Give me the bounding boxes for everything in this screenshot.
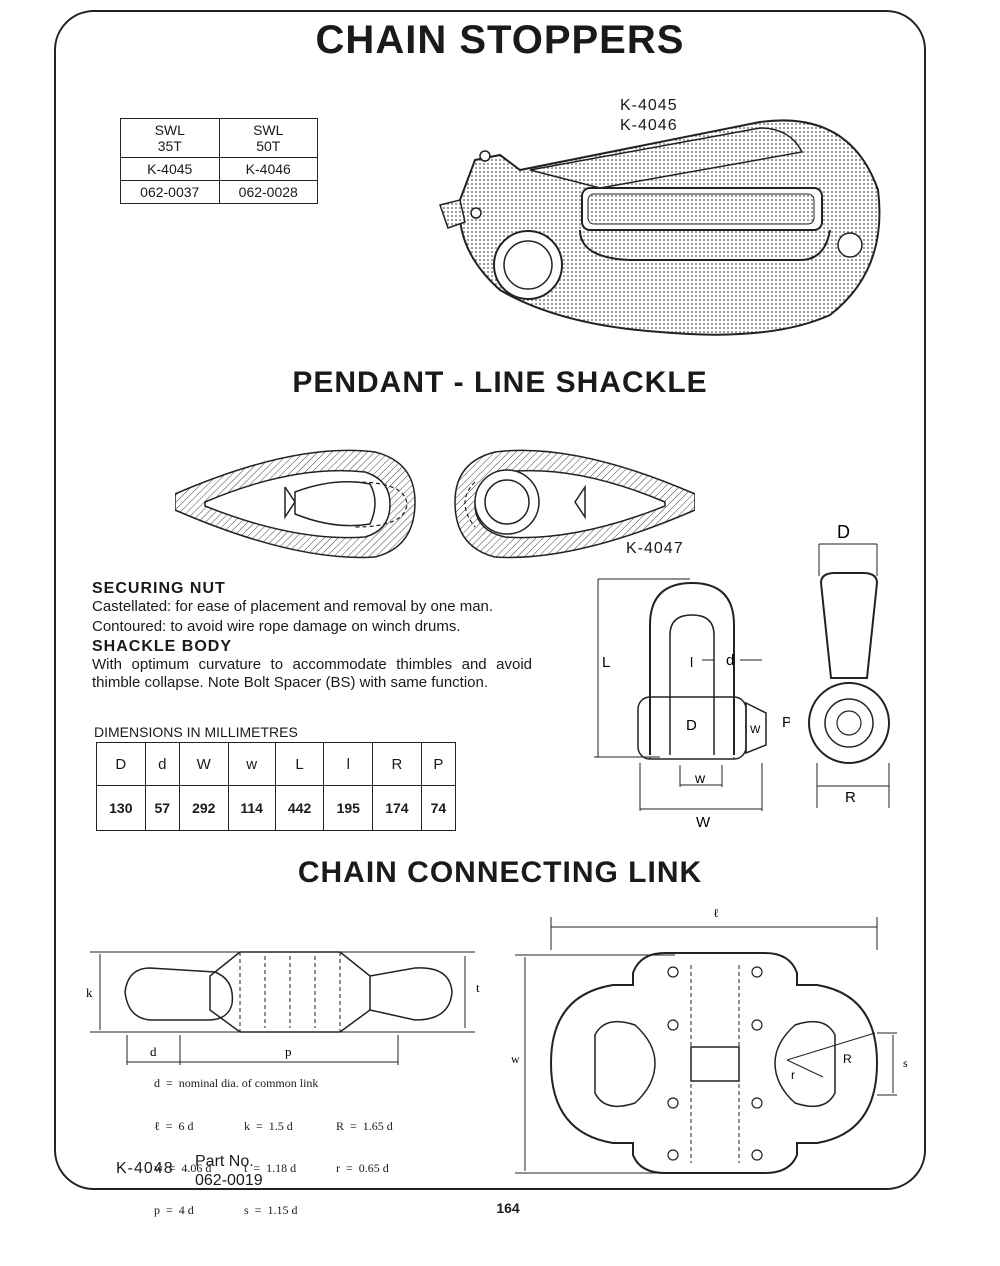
page-number: 164 [496, 1200, 520, 1216]
connecting-link-title: CHAIN CONNECTING LINK [297, 856, 703, 889]
label-L: L [602, 654, 610, 671]
securing-nut-line-2: Contoured: to avoid wire rope damage on … [92, 618, 461, 635]
swl-header-1-b: 35T [157, 138, 182, 154]
dimensions-table: D d W w L l R P 130 57 292 114 442 195 1… [96, 742, 457, 831]
stopper-model-1: K-4045 [620, 97, 678, 114]
swl-header-2-a: SWL [253, 122, 284, 138]
label-s-link: s [903, 1056, 908, 1070]
dim-header: W [178, 742, 229, 786]
shackle-body-heading: SHACKLE BODY [92, 638, 233, 655]
swl-cell: K-4045 [120, 157, 220, 181]
page-frame [54, 10, 926, 1190]
dim-value: 442 [274, 785, 325, 831]
part-no-value: 062-0019 [195, 1172, 263, 1189]
formula-item: p = 4 d [154, 1203, 194, 1217]
shackle-model: K-4047 [626, 540, 684, 557]
pendant-shackle-illustration [175, 449, 695, 559]
securing-nut-heading: SECURING NUT [92, 580, 226, 597]
dim-header: P [420, 742, 457, 786]
dim-header: w [227, 742, 276, 786]
label-t: t [476, 980, 480, 995]
label-w-link: w [511, 1052, 520, 1066]
swl-header-2-b: 50T [256, 138, 281, 154]
swl-header-1-a: SWL [154, 122, 185, 138]
dim-value: 74 [420, 785, 457, 831]
label-k: k [86, 985, 93, 1000]
connecting-link-side-view: k t d p [86, 951, 480, 1065]
shackle-body-text: With optimum curvature to accommodate th… [92, 656, 532, 691]
dim-value: 174 [372, 785, 422, 831]
formula-col-3: R = 1.65 d r = 0.65 d [336, 1091, 393, 1189]
label-D-top: D [837, 522, 850, 542]
link-model: K-4048 [116, 1160, 174, 1177]
table-row: 062-0037 062-0028 [120, 180, 318, 204]
page-title: CHAIN STOPPERS [315, 18, 685, 62]
formula-col-2: k = 1.5 d t = 1.18 d s = 1.15 d [244, 1091, 297, 1231]
label-R: R [845, 789, 856, 806]
shackle-description: SECURING NUT Castellated: for ease of pl… [92, 580, 532, 692]
dim-header: d [144, 742, 180, 786]
formula-item: r = 0.65 d [336, 1161, 389, 1175]
label-inner-D: D [686, 717, 697, 734]
shackle-front-view: L l d D W P w W [594, 578, 790, 831]
dimensions-value-row: 130 57 292 114 442 195 174 74 [96, 785, 457, 831]
formula-item: k = 1.5 d [244, 1119, 293, 1133]
stopper-model-2: K-4046 [620, 117, 678, 134]
label-d: d [726, 652, 734, 669]
label-w: w [694, 770, 706, 786]
dimensions-caption: DIMENSIONS IN MILLIMETRES [94, 724, 298, 740]
dim-header: l [323, 742, 374, 786]
swl-cell: K-4046 [218, 157, 318, 181]
swl-cell: 062-0037 [120, 180, 220, 204]
formula-col-1: ℓ = 6 d w = 4.06 d p = 4 d [154, 1091, 211, 1231]
part-no-label: Part No. [195, 1153, 254, 1170]
chain-stopper-illustration [439, 119, 881, 336]
label-tag: W [750, 724, 761, 736]
dimensions-header-row: D d W w L l R P [96, 742, 457, 786]
label-P: P [782, 714, 790, 731]
label-l-link: ℓ [713, 906, 719, 920]
table-row: K-4045 K-4046 [120, 157, 318, 181]
label-r-link: r [791, 1068, 795, 1082]
formula-item: R = 1.65 d [336, 1119, 393, 1133]
pendant-shackle-title: PENDANT - LINE SHACKLE [292, 366, 708, 399]
label-R-link: R [843, 1052, 852, 1066]
dim-header: L [274, 742, 325, 786]
formula-definition: d = nominal dia. of common link [154, 1076, 319, 1090]
dim-value: 130 [96, 785, 146, 831]
dim-value: 292 [178, 785, 229, 831]
formula-item: ℓ = 6 d [154, 1119, 194, 1133]
formula-item: w = 4.06 d [154, 1161, 212, 1175]
dim-header: R [372, 742, 422, 786]
label-d-link: d [150, 1044, 157, 1059]
dim-value: 195 [323, 785, 374, 831]
securing-nut-line-1: Castellated: for ease of placement and r… [92, 598, 494, 615]
label-p: p [285, 1044, 292, 1059]
label-W: W [696, 814, 711, 831]
formula-item: t = 1.18 d [244, 1161, 297, 1175]
stopper-models: K-4045 K-4046 [620, 96, 678, 136]
formula-item: s = 1.15 d [244, 1203, 298, 1217]
shackle-side-view: D R [808, 522, 890, 808]
dim-value: 57 [144, 785, 180, 831]
label-l: l [690, 654, 693, 670]
dim-header: D [96, 742, 146, 786]
connecting-link-plan-view: ℓ w R r s [511, 906, 908, 1174]
swl-cell: 062-0028 [218, 180, 318, 204]
link-part-info: Part No. 062-0019 [195, 1152, 263, 1190]
dim-value: 114 [227, 785, 276, 831]
